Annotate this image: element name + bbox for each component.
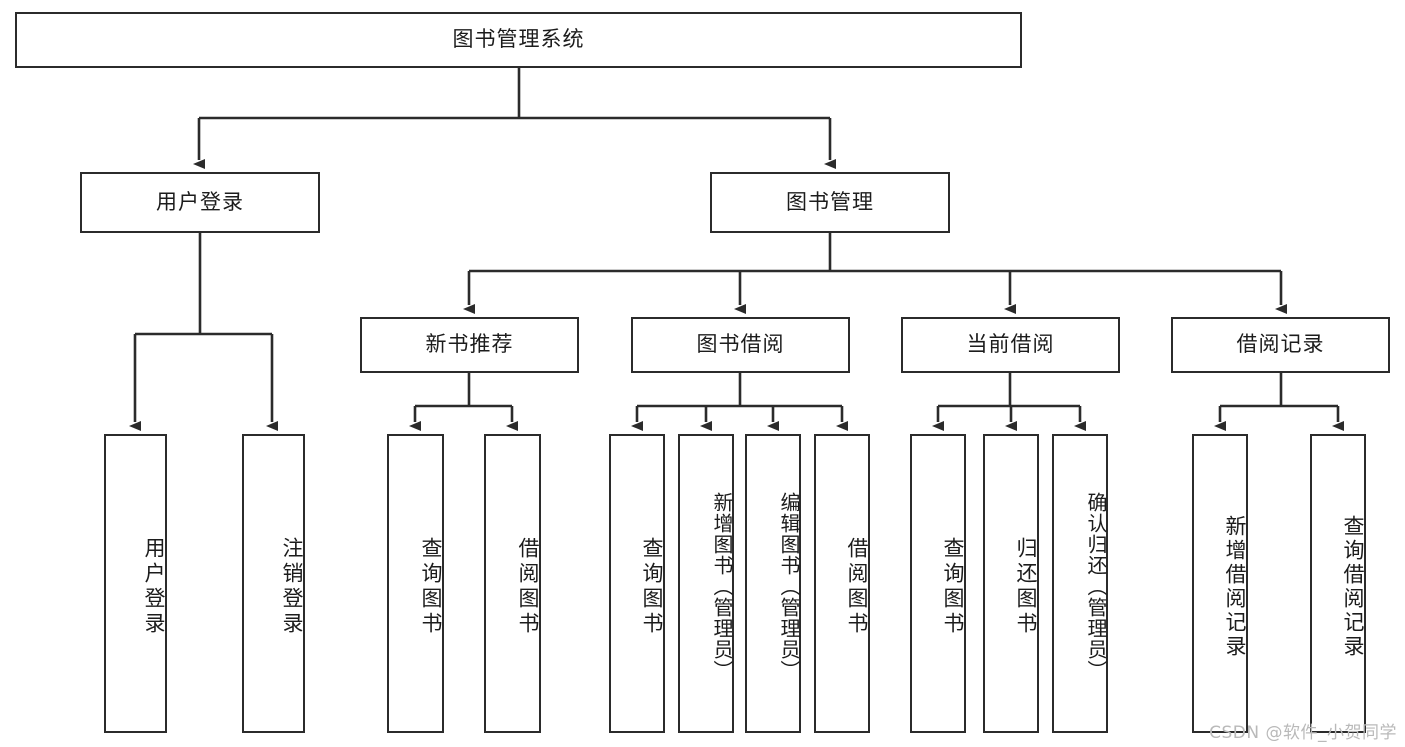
node-leaf-6[interactable]: 编辑图书（管理员）: [745, 434, 801, 733]
node-leaf-0[interactable]: 用户登录: [104, 434, 167, 733]
node-leaf-2[interactable]: 查询图书: [387, 434, 444, 733]
node-level3-0[interactable]: 新书推荐: [360, 317, 579, 373]
node-leaf-11[interactable]: 新增借阅记录: [1192, 434, 1248, 733]
node-leaf-1[interactable]: 注销登录: [242, 434, 305, 733]
node-level3-3[interactable]: 借阅记录: [1171, 317, 1390, 373]
node-leaf-3[interactable]: 借阅图书: [484, 434, 541, 733]
node-root[interactable]: 图书管理系统: [15, 12, 1022, 68]
node-level3-1[interactable]: 图书借阅: [631, 317, 850, 373]
node-leaf-8[interactable]: 查询图书: [910, 434, 966, 733]
node-leaf-10[interactable]: 确认归还（管理员）: [1052, 434, 1108, 733]
node-leaf-12[interactable]: 查询借阅记录: [1310, 434, 1366, 733]
node-level2-0[interactable]: 用户登录: [80, 172, 320, 233]
node-leaf-4[interactable]: 查询图书: [609, 434, 665, 733]
node-level2-1[interactable]: 图书管理: [710, 172, 950, 233]
node-leaf-7[interactable]: 借阅图书: [814, 434, 870, 733]
node-leaf-5[interactable]: 新增图书（管理员）: [678, 434, 734, 733]
node-level3-2[interactable]: 当前借阅: [901, 317, 1120, 373]
node-leaf-9[interactable]: 归还图书: [983, 434, 1039, 733]
